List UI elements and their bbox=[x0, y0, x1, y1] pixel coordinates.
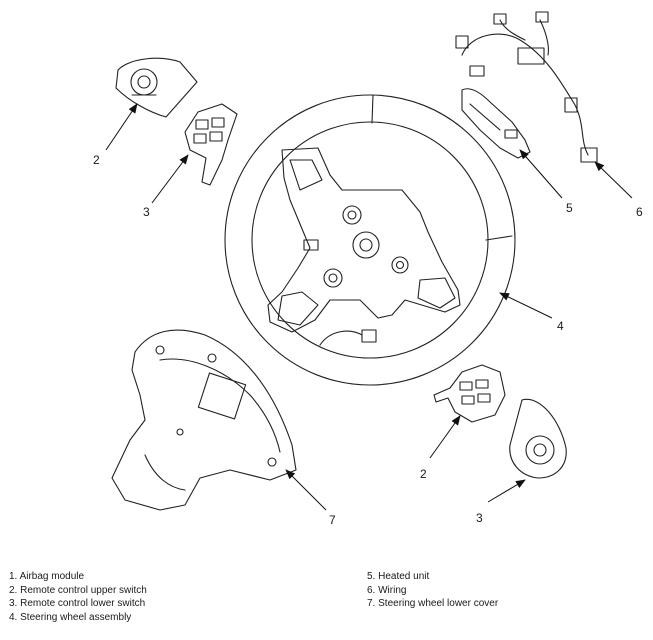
leader-line-2-upper bbox=[105, 103, 138, 151]
lower-right-dial-center bbox=[533, 443, 547, 457]
leader-line-3-lower bbox=[487, 479, 526, 503]
leader-line-6 bbox=[594, 161, 633, 199]
hub-center-nut-inner bbox=[359, 238, 373, 252]
lower-right-switch-button-1 bbox=[459, 381, 473, 391]
hub-wire-plug bbox=[361, 329, 377, 343]
hub-bolt-upper-inner bbox=[347, 210, 357, 220]
leader-line-7 bbox=[285, 469, 327, 511]
legend-item-1: 1. Airbag module bbox=[9, 571, 85, 582]
steering-wheel-assembly bbox=[224, 94, 516, 386]
upper-left-switch-button-3 bbox=[193, 133, 207, 144]
upper-left-switch-button-2 bbox=[211, 117, 225, 128]
wheel-rim-outer bbox=[224, 94, 516, 386]
lower-right-lower-switch bbox=[509, 398, 567, 479]
legend-right-column: 5. Heated unit 6. Wiring 7. Steering whe… bbox=[367, 570, 498, 611]
wiring-connector-end bbox=[580, 147, 598, 163]
hub-bracket-top-left bbox=[289, 159, 323, 191]
lower-right-switch-button-4 bbox=[477, 393, 491, 403]
heated-unit-body bbox=[461, 88, 531, 159]
lower-cover-opening bbox=[197, 372, 247, 420]
upper-left-module-body bbox=[115, 57, 198, 118]
callout-6: 6 bbox=[636, 205, 643, 219]
lower-right-upper-switch-body bbox=[433, 364, 506, 423]
heated-unit-edge bbox=[469, 103, 501, 131]
hub-bracket-lower-right bbox=[417, 277, 456, 309]
legend-item-4: 4. Steering wheel assembly bbox=[9, 611, 132, 623]
callout-2-lower: 2 bbox=[420, 467, 427, 481]
callout-4: 4 bbox=[557, 319, 564, 333]
rim-seam-right bbox=[485, 235, 513, 241]
upper-left-switch-button-1 bbox=[195, 119, 209, 130]
upper-left-dial bbox=[130, 68, 158, 96]
legend-item-6: 6. Wiring bbox=[367, 584, 407, 596]
callout-2-upper: 2 bbox=[93, 153, 100, 167]
wiring-connector-2 bbox=[469, 65, 485, 77]
leader-line-5 bbox=[519, 149, 563, 199]
upper-left-dial-center bbox=[137, 75, 151, 89]
leader-line-4 bbox=[499, 292, 553, 319]
legend-item-2: 2. Remote control upper switch bbox=[9, 584, 147, 596]
hub-wire bbox=[319, 330, 363, 346]
wiring-branch-right bbox=[539, 19, 549, 56]
hub-bolt-right-inner bbox=[395, 260, 405, 270]
upper-left-lower-switch-body bbox=[184, 103, 238, 186]
callout-5: 5 bbox=[566, 201, 573, 215]
lower-cover-outline bbox=[111, 329, 297, 511]
callout-3-upper: 3 bbox=[143, 205, 150, 219]
legend-item-3: 3. Remote control lower switch bbox=[9, 598, 146, 610]
lower-cover-screw-4 bbox=[176, 428, 184, 436]
hub-connector bbox=[303, 239, 319, 251]
wiring-connector-4 bbox=[535, 11, 549, 23]
heated-unit bbox=[461, 88, 531, 159]
hub-bolt-right bbox=[391, 256, 409, 274]
exploded-diagram: 2 3 4 5 6 7 2 3 bbox=[93, 11, 643, 527]
heated-unit-tab bbox=[504, 129, 518, 139]
lower-cover-screw-2 bbox=[207, 353, 217, 363]
lower-right-upper-switch bbox=[433, 364, 506, 423]
rim-seam-top bbox=[371, 94, 374, 124]
wiring-connector-3 bbox=[493, 13, 507, 25]
lower-right-dial bbox=[525, 435, 555, 465]
upper-left-switch-module bbox=[115, 57, 198, 118]
wheel-hub bbox=[267, 147, 461, 333]
callout-3-lower: 3 bbox=[476, 511, 483, 525]
legend-left-column: 1. Airbag module 2. Remote control upper… bbox=[9, 570, 147, 624]
wiring-connector-5 bbox=[564, 97, 578, 113]
lower-cover-inner-edge bbox=[159, 358, 281, 453]
legend-item-5: 5. Heated unit bbox=[367, 571, 430, 582]
wiring-main-run bbox=[461, 33, 589, 156]
wiring-connector-block bbox=[517, 47, 545, 65]
wiring-branch-top bbox=[499, 19, 526, 41]
hub-bolt-left bbox=[323, 268, 343, 288]
leader-line-3-upper bbox=[151, 154, 189, 204]
wiring-connector-1 bbox=[455, 35, 469, 49]
leader-line-2-lower bbox=[429, 415, 461, 459]
hub-center-nut bbox=[352, 231, 380, 259]
lower-right-switch-button-3 bbox=[461, 395, 475, 405]
steering-wheel-lower-cover bbox=[111, 329, 297, 511]
hub-bolt-left-inner bbox=[328, 273, 338, 283]
wiring-harness bbox=[455, 11, 598, 163]
lower-cover-screw-1 bbox=[155, 345, 165, 355]
callout-7: 7 bbox=[329, 513, 336, 527]
upper-left-switch-button-4 bbox=[209, 131, 223, 142]
lower-right-lower-switch-body bbox=[509, 398, 567, 479]
upper-left-lower-switch bbox=[184, 103, 238, 186]
hub-bracket-lower-left bbox=[277, 291, 319, 326]
lower-cover-screw-3 bbox=[267, 457, 277, 467]
lower-cover-lip bbox=[144, 454, 186, 491]
legend-item-7: 7. Steering wheel lower cover bbox=[367, 598, 499, 610]
lower-right-switch-button-2 bbox=[475, 379, 489, 389]
hub-bolt-upper bbox=[342, 205, 362, 225]
